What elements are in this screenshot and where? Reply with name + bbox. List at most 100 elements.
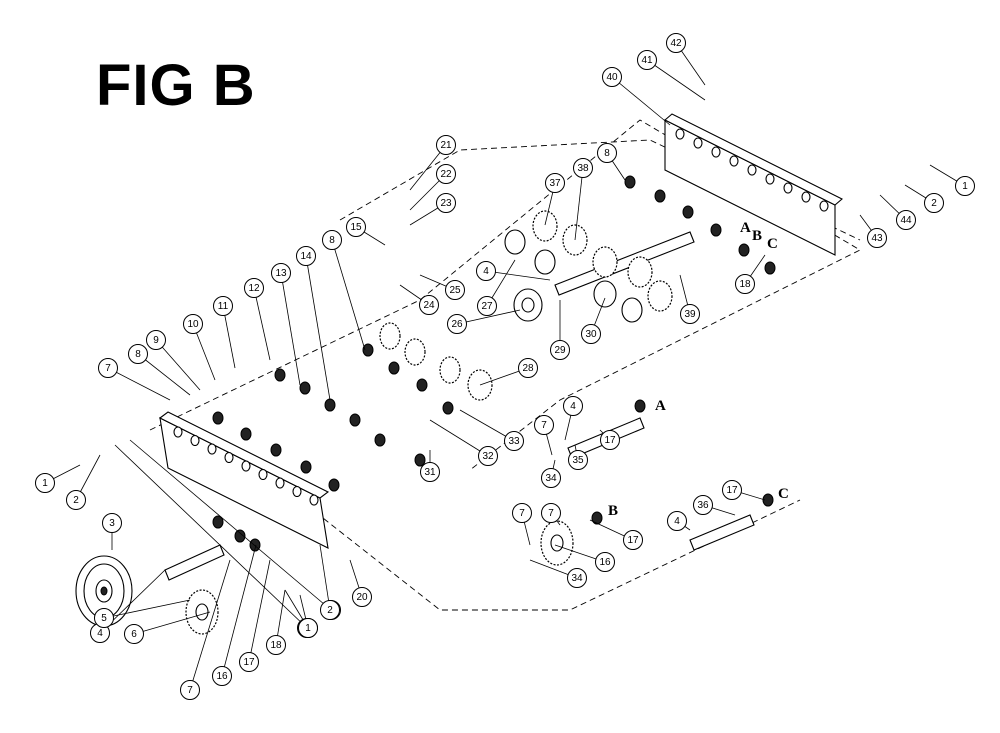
plate-hole <box>173 426 183 438</box>
letter-b: B <box>608 503 618 519</box>
bushing <box>362 343 374 357</box>
leader-line <box>248 559 271 663</box>
callout-7: 7 <box>534 415 554 435</box>
bushing <box>328 478 340 492</box>
callout-20: 20 <box>352 587 372 607</box>
plate-hole <box>309 494 319 506</box>
right-plate <box>664 113 843 256</box>
plate-hole <box>711 146 721 158</box>
callout-9: 9 <box>146 330 166 350</box>
callout-13: 13 <box>271 263 291 283</box>
leader-line <box>459 409 515 442</box>
bushing <box>274 368 286 382</box>
plate-hole <box>258 468 268 481</box>
svg-text:11: 11 <box>218 301 229 312</box>
svg-text:23: 23 <box>440 198 452 209</box>
plate-hole <box>292 485 302 498</box>
svg-text:32: 32 <box>482 451 494 462</box>
callout-32: 32 <box>478 446 498 466</box>
callout-29: 29 <box>550 340 570 360</box>
callout-5: 5 <box>94 608 114 628</box>
svg-text:35: 35 <box>572 455 584 466</box>
callout-42: 42 <box>666 33 686 53</box>
svg-text:39: 39 <box>684 309 696 320</box>
svg-text:40: 40 <box>606 72 618 83</box>
callout-44: 44 <box>896 210 916 230</box>
svg-text:7: 7 <box>548 508 554 519</box>
plate-hole <box>693 137 703 149</box>
svg-text:17: 17 <box>604 435 616 446</box>
bushings <box>212 175 776 552</box>
callout-2: 2 <box>320 600 340 620</box>
callout-34: 34 <box>567 568 587 588</box>
callout-10: 10 <box>183 314 203 334</box>
svg-text:14: 14 <box>300 251 312 262</box>
callout-8: 8 <box>597 143 617 163</box>
leader-lines <box>44 42 966 691</box>
svg-text:43: 43 <box>871 233 883 244</box>
leader-line <box>155 339 201 391</box>
svg-text:10: 10 <box>187 319 199 330</box>
figure-title: FIG B <box>96 53 256 118</box>
svg-text:42: 42 <box>670 38 682 49</box>
svg-text:8: 8 <box>135 349 141 360</box>
callout-12: 12 <box>244 278 264 298</box>
callout-30: 30 <box>581 324 601 344</box>
svg-text:24: 24 <box>423 300 435 311</box>
plate-hole <box>729 155 739 167</box>
svg-text:31: 31 <box>424 467 436 478</box>
callout-27: 27 <box>477 296 497 316</box>
plate-hole <box>747 164 757 176</box>
svg-text:8: 8 <box>329 235 335 246</box>
callout-37: 37 <box>545 173 565 193</box>
svg-text:6: 6 <box>131 629 137 640</box>
callout-3: 3 <box>102 513 122 533</box>
callout-7: 7 <box>512 503 532 523</box>
callout-8: 8 <box>128 344 148 364</box>
plate-hole <box>207 443 217 455</box>
leader-line <box>114 444 308 629</box>
svg-text:9: 9 <box>153 335 159 346</box>
svg-text:16: 16 <box>599 557 611 568</box>
leader-line <box>646 59 706 101</box>
bushing <box>324 398 336 412</box>
leader-line <box>137 353 191 396</box>
letter-c: C <box>778 486 789 502</box>
svg-text:4: 4 <box>97 628 103 639</box>
plate-hole <box>275 477 285 489</box>
callout-36: 36 <box>693 495 713 515</box>
svg-text:33: 33 <box>508 436 520 447</box>
leader-line <box>485 270 551 281</box>
svg-text:25: 25 <box>449 285 461 296</box>
bushing <box>349 413 361 427</box>
svg-text:4: 4 <box>483 266 489 277</box>
svg-text:16: 16 <box>216 671 228 682</box>
bushing <box>416 378 428 392</box>
bushing <box>414 453 426 467</box>
bushing <box>654 189 666 203</box>
plate-hole <box>190 434 200 447</box>
leader-line <box>280 272 301 386</box>
svg-text:38: 38 <box>577 163 589 174</box>
callout-41: 41 <box>637 50 657 70</box>
svg-text:41: 41 <box>641 55 653 66</box>
callout-17: 17 <box>623 530 643 550</box>
bushing <box>624 175 636 189</box>
svg-text:27: 27 <box>481 301 493 312</box>
leader-line <box>133 611 211 635</box>
callout-16: 16 <box>595 552 615 572</box>
svg-text:20: 20 <box>356 592 368 603</box>
callout-31: 31 <box>420 462 440 482</box>
callout-14: 14 <box>296 246 316 266</box>
assembly-outline-lower <box>299 499 801 611</box>
callouts: 1212345671617181912207891011121314815212… <box>35 33 975 700</box>
letter-a-right: A <box>740 220 751 236</box>
svg-text:28: 28 <box>522 363 534 374</box>
callout-7: 7 <box>98 358 118 378</box>
svg-text:22: 22 <box>440 169 452 180</box>
callout-35: 35 <box>568 450 588 470</box>
plate-hole <box>819 200 829 212</box>
bushing <box>300 460 312 474</box>
reference-letters: A B C A B C <box>608 220 789 519</box>
